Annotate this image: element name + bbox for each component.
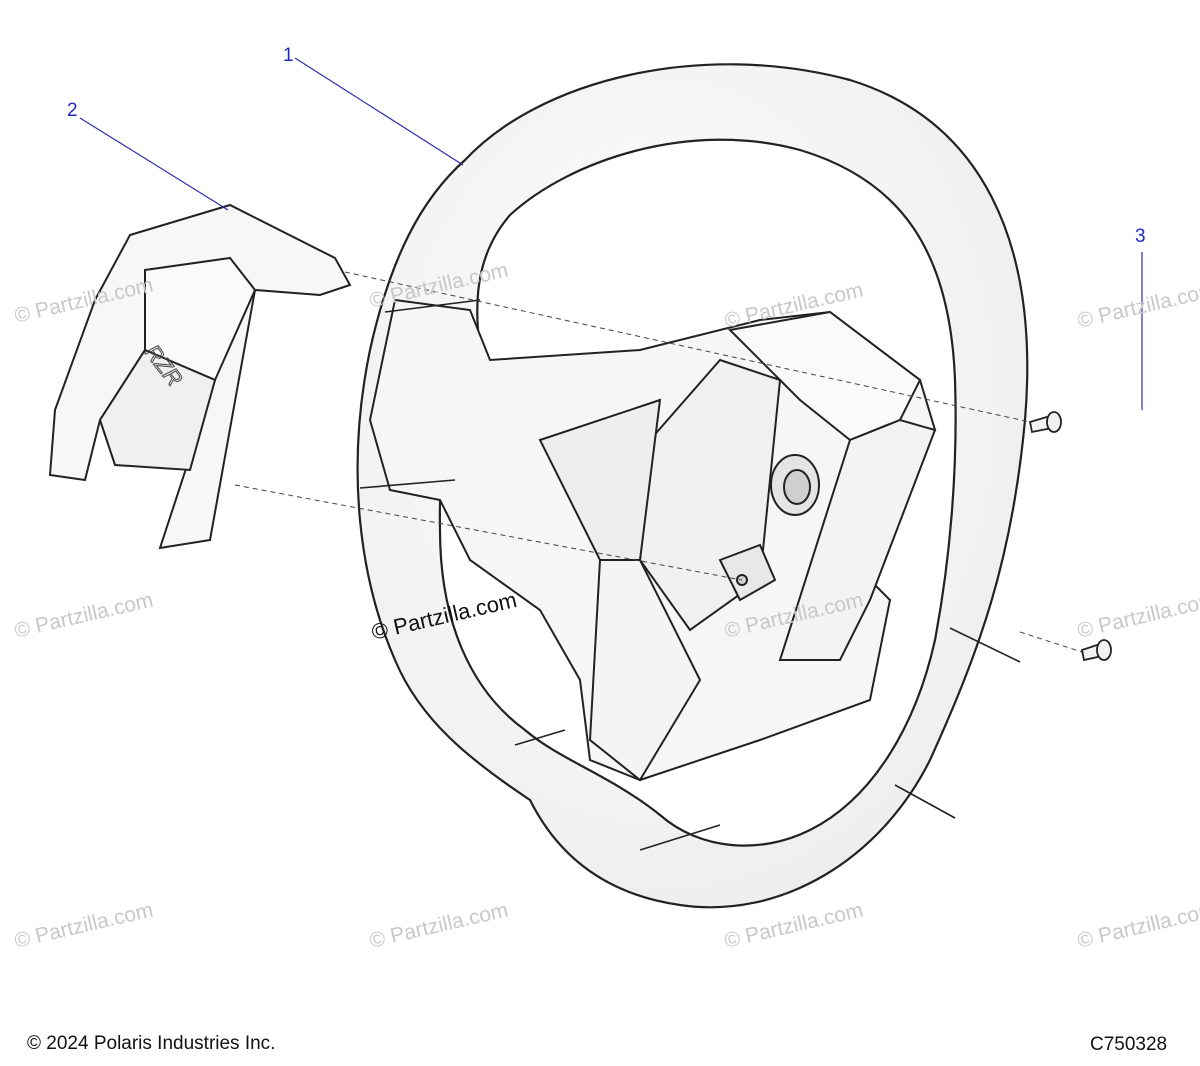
rim-seams bbox=[359, 299, 1021, 851]
steering-wheel bbox=[356, 63, 1029, 909]
steering-hub bbox=[368, 298, 937, 782]
leader-2 bbox=[79, 117, 229, 211]
screw-upper bbox=[1028, 411, 1062, 434]
center-cover bbox=[48, 203, 352, 550]
diagram-code: C750328 bbox=[1090, 1034, 1168, 1055]
copyright-notice: © 2024 Polaris Industries Inc. bbox=[27, 1033, 276, 1054]
leader-lines bbox=[79, 57, 1143, 410]
leader-1 bbox=[294, 57, 464, 166]
assembly-lines bbox=[234, 271, 1083, 653]
screw-lower bbox=[1080, 639, 1112, 662]
mounting-screws bbox=[1028, 411, 1112, 662]
callout-2[interactable]: 2 bbox=[67, 100, 78, 121]
callout-1[interactable]: 1 bbox=[283, 45, 294, 66]
callout-3[interactable]: 3 bbox=[1135, 226, 1146, 247]
